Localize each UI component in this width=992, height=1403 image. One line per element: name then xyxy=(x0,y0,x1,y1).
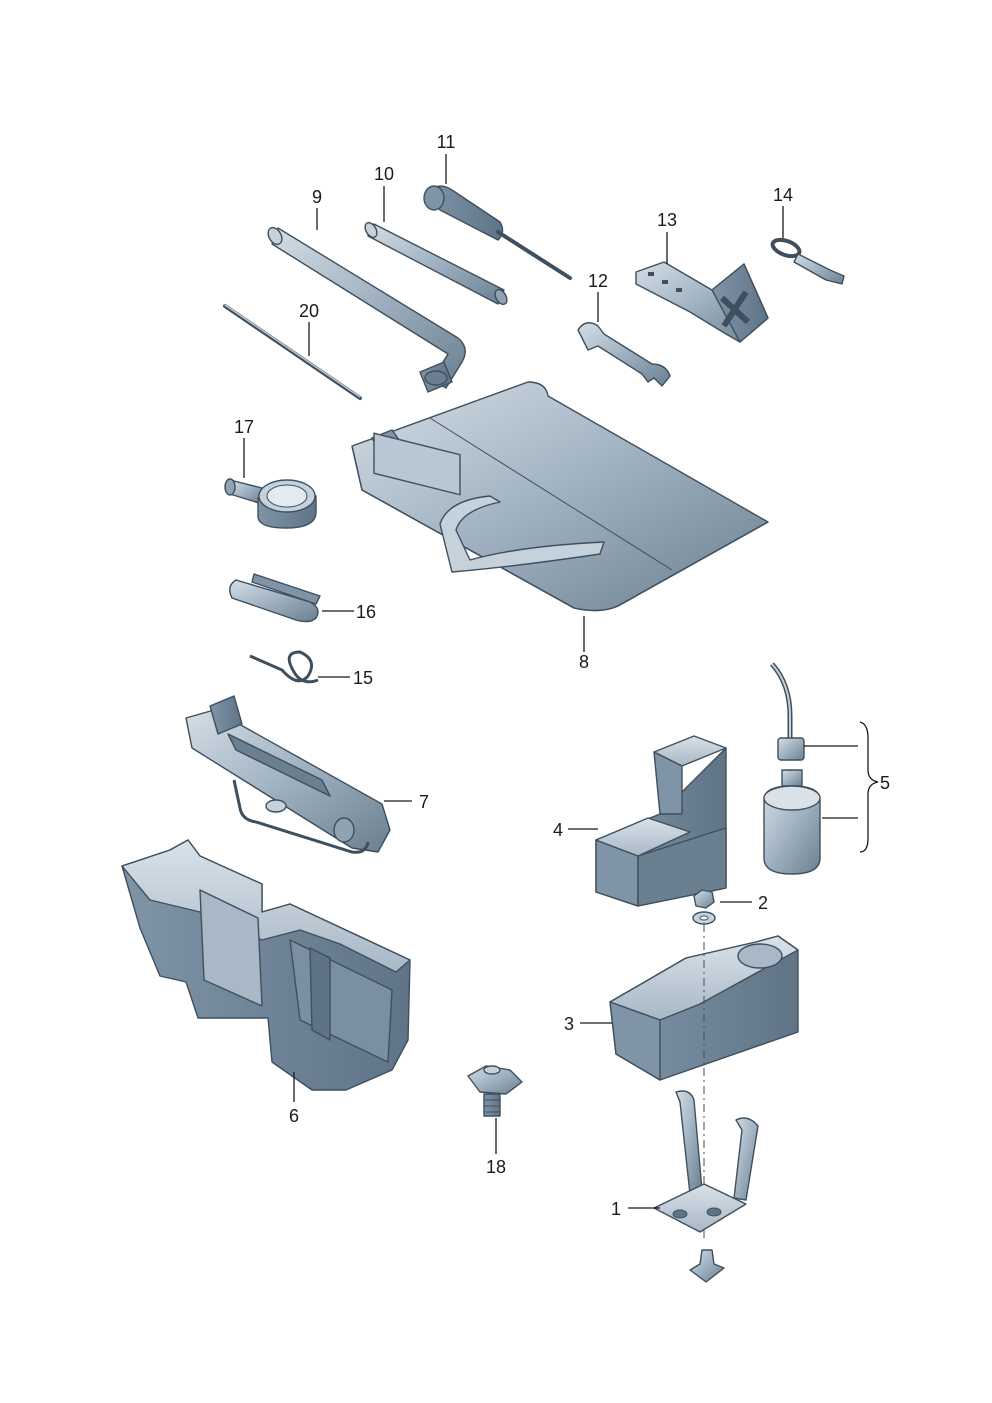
part-17-pressure-gauge xyxy=(224,478,317,529)
part-7-jack xyxy=(185,695,391,854)
part-13-wheel-chock xyxy=(635,261,769,343)
callout-numbers: 9 10 11 12 13 14 20 17 16 15 8 7 4 5 2 3… xyxy=(234,132,890,1219)
callout-15: 15 xyxy=(353,668,373,688)
callout-13: 13 xyxy=(657,210,677,230)
part-4-box xyxy=(595,735,727,907)
part-9-wheel-brace xyxy=(267,226,466,393)
part-8-tool-bag xyxy=(351,381,769,612)
part-11-screwdriver xyxy=(423,185,572,280)
part-6-foam-tray xyxy=(121,839,411,1091)
part-12-spanner xyxy=(577,322,671,387)
part-2-nut-washer xyxy=(692,889,716,925)
callout-12: 12 xyxy=(588,271,608,291)
callout-4: 4 xyxy=(553,820,563,840)
leader-5-brace xyxy=(859,721,879,853)
callout-6: 6 xyxy=(289,1106,299,1126)
callout-7: 7 xyxy=(419,792,429,812)
part-14-valve-tool xyxy=(770,237,845,285)
part-16-clip xyxy=(229,573,321,623)
part-15-wire-clip xyxy=(249,650,319,684)
part-1-bracket xyxy=(653,1090,759,1283)
callout-9: 9 xyxy=(312,187,322,207)
callout-2: 2 xyxy=(758,893,768,913)
callout-10: 10 xyxy=(374,164,394,184)
part-18-fixing-screw xyxy=(467,1065,523,1117)
callout-1: 1 xyxy=(611,1199,621,1219)
callout-5: 5 xyxy=(880,773,890,793)
leader-lines xyxy=(243,154,879,1209)
callout-3: 3 xyxy=(564,1014,574,1034)
callout-20: 20 xyxy=(299,301,319,321)
part-10-bar xyxy=(364,221,508,306)
callout-8: 8 xyxy=(579,652,589,672)
callout-14: 14 xyxy=(773,185,793,205)
part-20-rod xyxy=(223,304,362,400)
callout-11: 11 xyxy=(437,132,456,152)
part-5-bottle xyxy=(763,662,821,875)
callout-17: 17 xyxy=(234,417,254,437)
callout-16: 16 xyxy=(356,602,376,622)
callout-18: 18 xyxy=(486,1157,506,1177)
